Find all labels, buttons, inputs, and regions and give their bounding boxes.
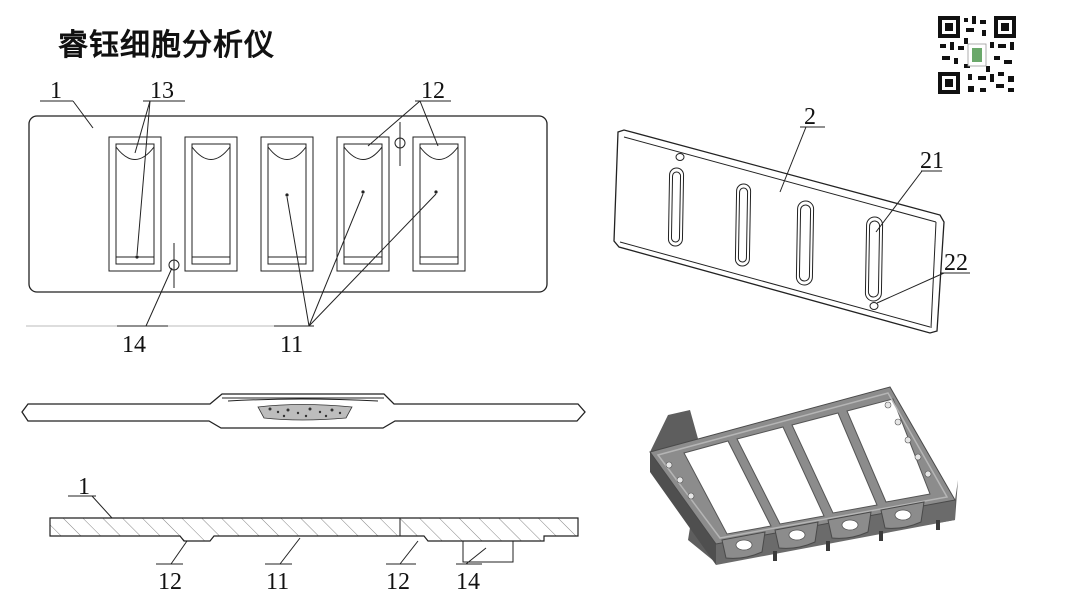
label-groove: 13 [150,78,174,104]
label-section-hole: 14 [456,569,480,595]
cover-pins [675,153,879,310]
top-plan-view: 1 13 12 14 11 [26,78,548,358]
label-plate: 1 [50,78,62,104]
cover-leaders [779,126,970,304]
label-slot: 21 [920,148,944,174]
page-title: 睿钰细胞分析仪 [58,28,275,63]
label-section-plate: 1 [78,474,90,500]
plate-outline [28,115,548,293]
label-section-recess-right: 12 [386,569,410,595]
label-pin: 22 [944,250,968,276]
leader-lines [26,100,451,327]
section-view: 1 12 11 12 14 [49,474,579,595]
frame-holder-3d-icon [649,386,958,565]
holes [168,122,406,288]
label-cover: 2 [804,104,816,130]
qr-code-icon [938,16,1016,94]
label-hole: 14 [122,332,146,358]
cover-slots [667,167,884,302]
cover-plate-view: 2 21 22 [613,104,970,334]
label-section-recess-left: 12 [158,569,182,595]
label-well: 11 [280,332,303,358]
label-recess: 12 [421,78,445,104]
label-section-well: 11 [266,569,289,595]
wells [108,136,466,272]
section-leaders [68,495,487,565]
side-profile-view [21,393,586,429]
